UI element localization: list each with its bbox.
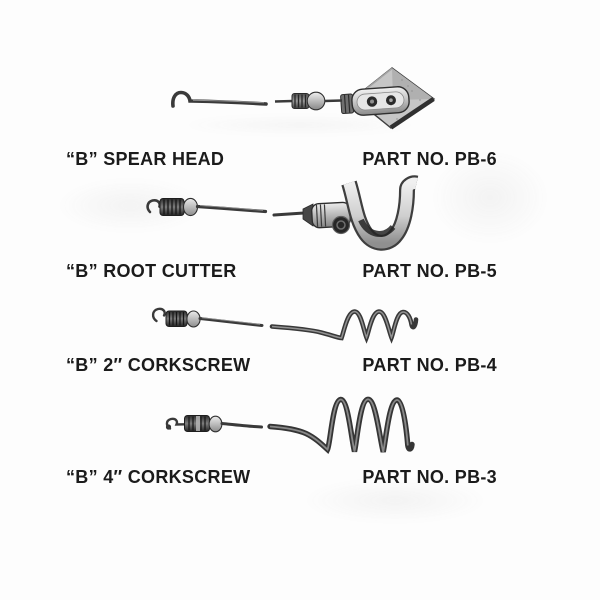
item-part-number: PART NO. PB-4	[362, 355, 497, 375]
item-part-number: PART NO. PB-6	[362, 149, 497, 169]
root-cutter-illustration	[146, 175, 419, 251]
2-inch-corkscrew-illustration	[151, 307, 419, 344]
item-name: “B” 4″ CORKSCREW	[66, 467, 251, 487]
item-name: “B” ROOT CUTTER	[66, 261, 237, 281]
item-label-row: “B” ROOT CUTTER PART NO. PB-5	[66, 261, 497, 282]
4-inch-corkscrew-illustration	[165, 396, 415, 455]
item-part-number: PART NO. PB-5	[362, 261, 497, 281]
item-label-row: “B” 4″ CORKSCREW PART NO. PB-3	[66, 467, 497, 488]
spear-head-illustration	[171, 67, 436, 130]
item-name: “B” 2″ CORKSCREW	[66, 355, 251, 375]
item-label-row: “B” 2″ CORKSCREW PART NO. PB-4	[66, 355, 497, 376]
item-name: “B” SPEAR HEAD	[66, 149, 225, 169]
item-label-row: “B” SPEAR HEAD PART NO. PB-6	[66, 149, 497, 170]
item-part-number: PART NO. PB-3	[362, 467, 497, 487]
